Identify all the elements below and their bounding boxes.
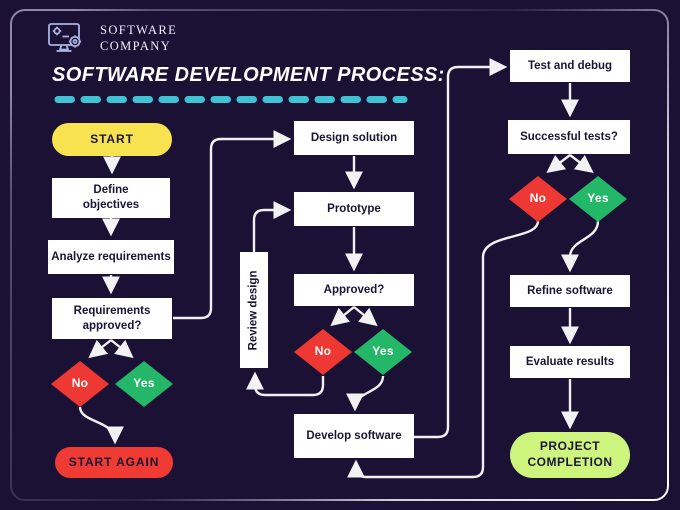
- monitor-gear-icon: [48, 23, 82, 52]
- connector-successfultests-yes: [569, 154, 594, 174]
- decision-tests-no-label: No: [529, 191, 547, 206]
- connector-testsno-develop-loop: [347, 220, 540, 479]
- node-evaluate-results: Evaluate results: [510, 346, 630, 378]
- connector-reqapproved-designsolution: [173, 130, 292, 320]
- connector-testsyes-refine: [561, 220, 600, 273]
- decision-requirements-no-label: No: [71, 376, 89, 391]
- node-review-design: Review design: [240, 252, 268, 368]
- node-analyze-requirements-label: Analyze requirements: [51, 250, 171, 263]
- brand-name: SOFTWARE COMPANY: [100, 22, 177, 55]
- connector-reqapproved-yes: [110, 339, 134, 359]
- brand-name-line2: COMPANY: [100, 39, 172, 53]
- node-test-and-debug: Test and debug: [510, 50, 630, 82]
- decision-approved-no-label: No: [314, 344, 332, 359]
- node-start-again: START AGAIN: [55, 447, 173, 478]
- node-successful-tests: Successful tests?: [508, 120, 630, 154]
- node-start-label: START: [90, 131, 134, 146]
- node-evaluate-results-label: Evaluate results: [525, 355, 615, 368]
- page-title: SOFTWARE DEVELOPMENT PROCESS:: [52, 64, 445, 86]
- node-analyze-requirements: Analyze requirements: [48, 240, 174, 274]
- brand-logo: SOFTWARE COMPANY: [46, 20, 177, 56]
- connector-no-startagain: [78, 406, 124, 445]
- node-project-completion-label: PROJECT COMPLETION: [527, 439, 613, 469]
- node-refine-software-label: Refine software: [527, 284, 613, 297]
- canvas-border: [10, 9, 669, 501]
- node-design-solution: Design solution: [294, 121, 414, 155]
- decision-tests-yes-label: Yes: [587, 191, 609, 206]
- connector-no-reviewdesign: [246, 371, 325, 397]
- connector-approved-yes: [353, 306, 378, 327]
- brand-name-line1: SOFTWARE: [100, 22, 178, 37]
- node-approved: Approved?: [294, 274, 414, 306]
- node-design-solution-label: Design solution: [310, 131, 398, 144]
- node-start: START: [52, 123, 172, 156]
- node-requirements-approved: Requirements approved?: [52, 298, 172, 339]
- connector-successfultests-no: [546, 154, 571, 174]
- decision-approved-yes-label: Yes: [372, 344, 394, 359]
- connector-approved-no: [330, 306, 355, 327]
- connector-reqapproved-no: [88, 339, 112, 359]
- node-test-and-debug-label: Test and debug: [527, 59, 613, 72]
- node-project-completion: PROJECT COMPLETION: [510, 432, 630, 478]
- node-refine-software: Refine software: [510, 275, 630, 307]
- node-requirements-approved-label: Requirements approved?: [73, 304, 151, 332]
- node-define-objectives: Define objectives: [52, 178, 170, 218]
- node-start-again-label: START AGAIN: [68, 454, 160, 469]
- node-prototype: Prototype: [294, 192, 414, 226]
- connector-develop-testdebug: [414, 58, 508, 439]
- node-successful-tests-label: Successful tests?: [520, 130, 618, 143]
- node-approved-label: Approved?: [323, 283, 385, 296]
- node-develop-software-label: Develop software: [306, 429, 402, 442]
- node-define-objectives-label: Define objectives: [82, 184, 140, 211]
- node-prototype-label: Prototype: [327, 202, 381, 215]
- node-develop-software: Develop software: [294, 414, 414, 458]
- connector-yes-develop: [346, 375, 385, 412]
- node-review-design-label: Review design: [247, 270, 260, 350]
- connector-reviewdesign-prototype: [252, 201, 292, 252]
- decision-requirements-yes-label: Yes: [133, 376, 155, 391]
